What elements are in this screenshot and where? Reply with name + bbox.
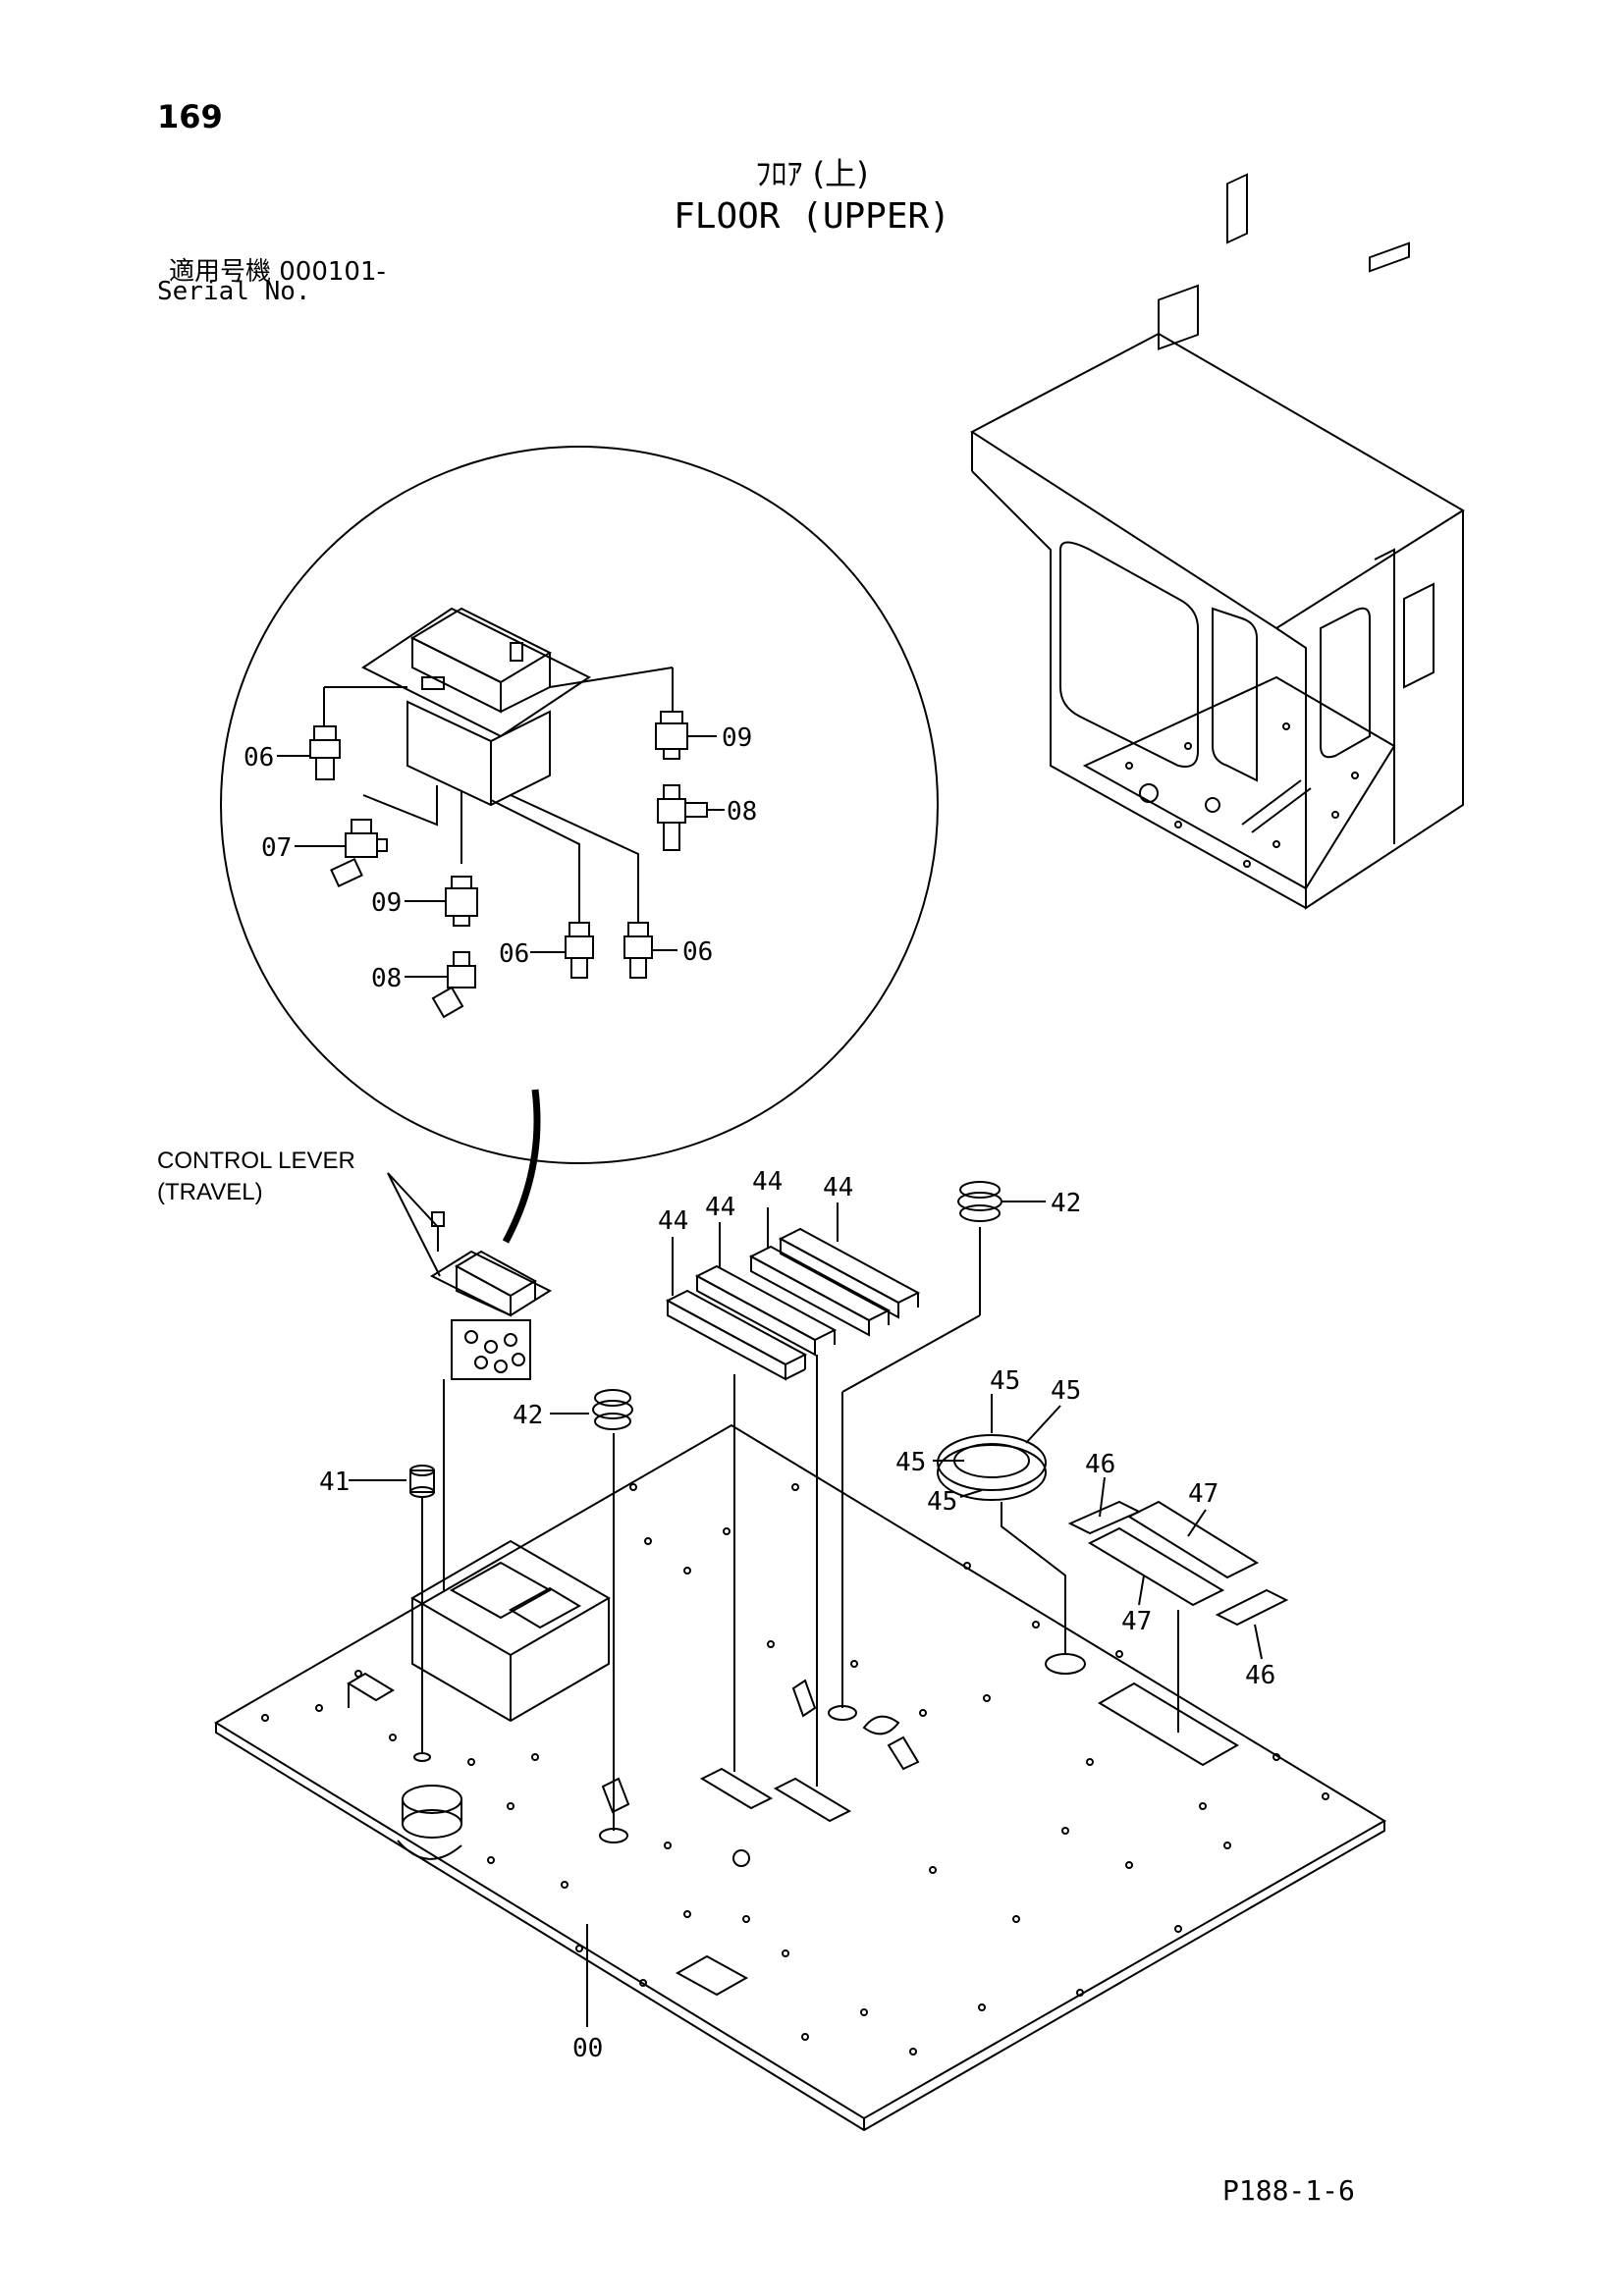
- page-number: 169: [157, 98, 223, 135]
- callout-09-b: 09: [371, 888, 402, 918]
- ring-45: [933, 1394, 1061, 1501]
- fitting-08-right: [657, 784, 708, 851]
- serial-label: Serial No.: [157, 277, 311, 306]
- grommet-42-left: [550, 1389, 633, 1430]
- callout-06-b: 06: [499, 939, 529, 969]
- grommet-41: [349, 1465, 435, 1498]
- serial-range-japanese: 適用号機 000101-: [169, 257, 386, 287]
- callout-45-b: 45: [1051, 1376, 1081, 1406]
- bars-44: [665, 1202, 921, 1381]
- fitting-07: [330, 819, 388, 887]
- fitting-06-center: [565, 922, 594, 979]
- callout-09-a: 09: [722, 723, 752, 753]
- callout-42-b: 42: [513, 1401, 543, 1430]
- callout-41: 41: [319, 1468, 350, 1497]
- fitting-08-center: [431, 951, 476, 1019]
- callout-45-d: 45: [927, 1487, 957, 1517]
- callout-06-c: 06: [682, 937, 713, 967]
- fitting-06-left: [309, 725, 341, 780]
- floor-plate: [214, 1423, 1386, 2132]
- control-lever-assembly: [429, 1211, 553, 1380]
- title-japanese: ﾌﾛｱ (上): [755, 155, 869, 192]
- callout-44-d: 44: [823, 1173, 853, 1202]
- callout-47-a: 47: [1188, 1479, 1218, 1509]
- callout-08-b: 08: [371, 964, 402, 993]
- grommet-42-top: [957, 1181, 1046, 1222]
- cab-illustration: [970, 173, 1465, 910]
- callout-47-b: 47: [1121, 1607, 1152, 1636]
- fitting-09-center: [445, 876, 478, 927]
- callout-00: 00: [572, 2034, 603, 2063]
- callout-44-b: 44: [705, 1193, 735, 1222]
- pads-46-47: [1067, 1476, 1289, 1660]
- callout-44-c: 44: [752, 1167, 783, 1197]
- annotation-control-lever: CONTROL LEVER: [157, 1148, 355, 1174]
- assembly-lines: [421, 1227, 1179, 1831]
- callout-46-b: 46: [1245, 1661, 1275, 1690]
- callout-45-c: 45: [895, 1448, 926, 1477]
- fitting-06-right: [623, 922, 653, 979]
- callout-42-a: 42: [1051, 1189, 1081, 1218]
- annotation-travel: (TRAVEL): [157, 1179, 263, 1205]
- callout-46-a: 46: [1085, 1450, 1115, 1479]
- callout-44-a: 44: [658, 1206, 688, 1236]
- title-english: FLOOR (UPPER): [674, 196, 950, 237]
- callout-07: 07: [261, 833, 292, 863]
- callout-06-a: 06: [244, 743, 274, 773]
- detail-circle: [220, 446, 939, 1164]
- callout-45-a: 45: [990, 1366, 1020, 1396]
- page-code: P188-1-6: [1222, 2174, 1355, 2207]
- fitting-09-right: [655, 711, 688, 760]
- callout-08-a: 08: [727, 797, 757, 827]
